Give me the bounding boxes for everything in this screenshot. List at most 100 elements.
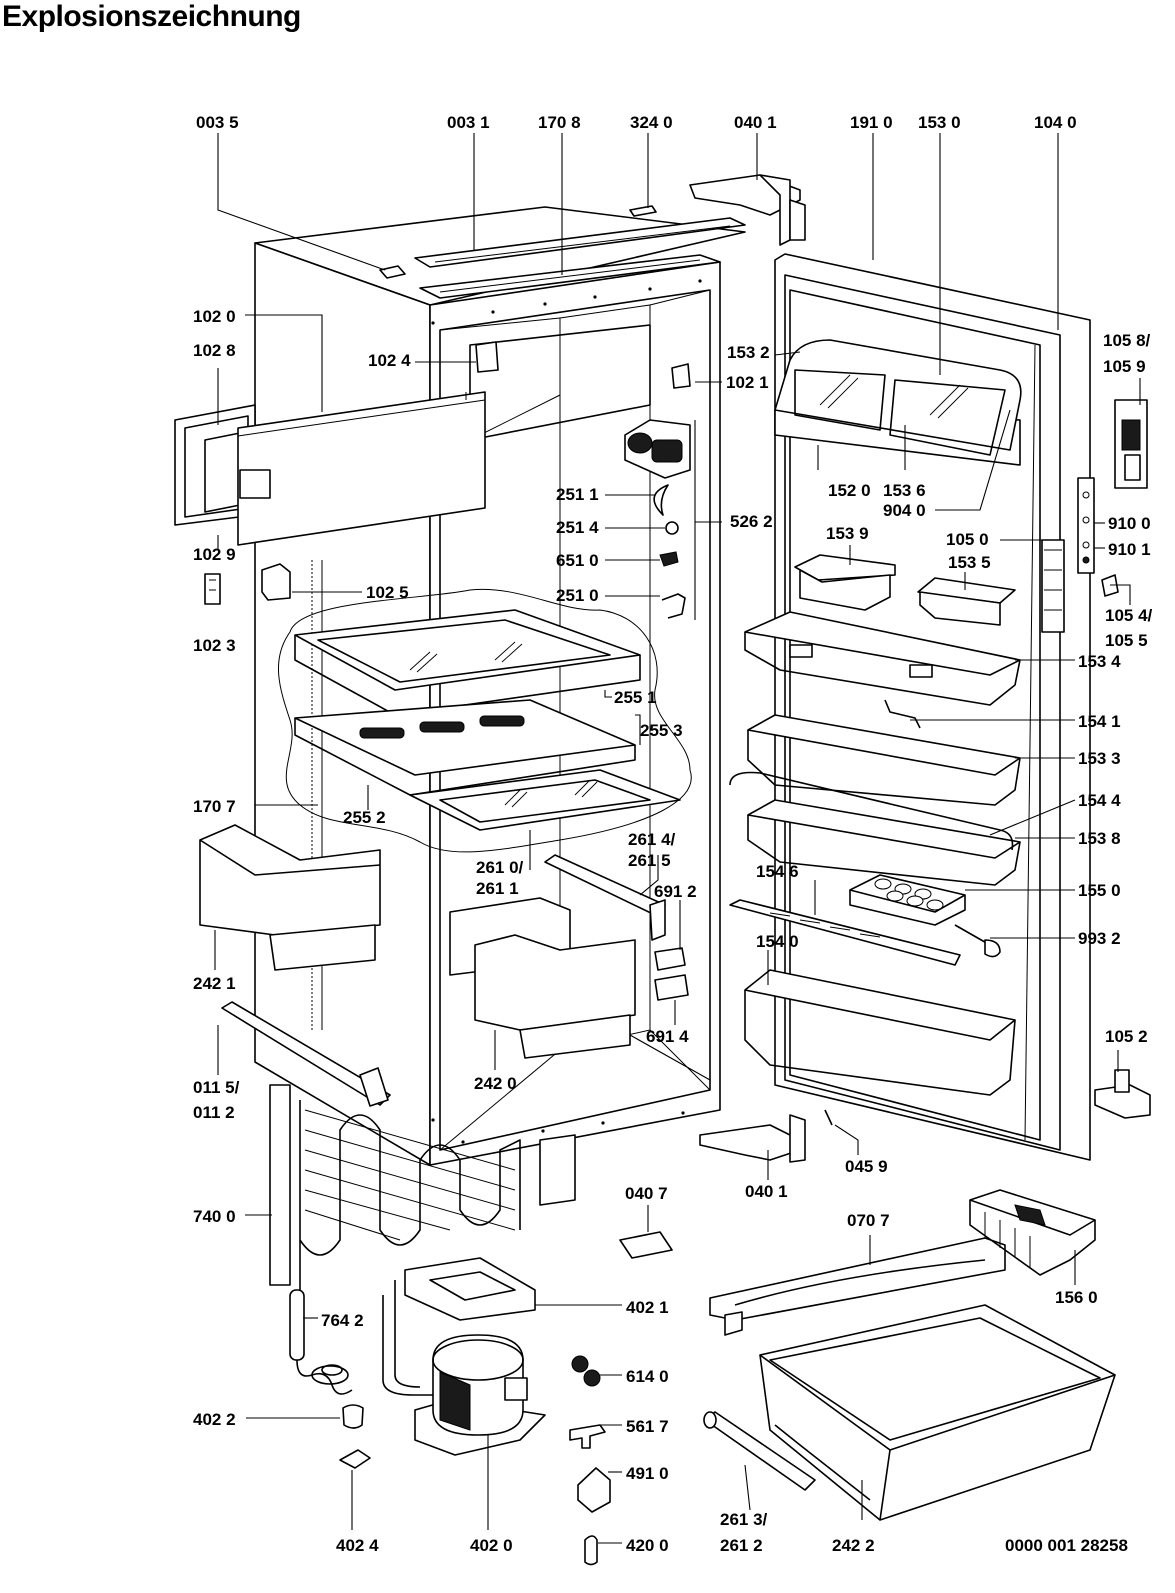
knob-2511	[653, 484, 669, 516]
label-2552: 255 2	[343, 808, 386, 827]
label-5262: 526 2	[730, 512, 773, 531]
label-1546: 154 6	[756, 862, 799, 881]
rail-2614-end	[649, 899, 666, 941]
label-4021: 402 1	[626, 1298, 669, 1317]
label-2510: 251 0	[556, 586, 599, 605]
label-9040: 904 0	[883, 501, 926, 520]
glass-shelf-2610	[409, 769, 681, 831]
document-number: 0000 001 28258	[1005, 1536, 1128, 1555]
rail-2613	[703, 1411, 816, 1491]
label-1550: 155 0	[1078, 881, 1121, 900]
label-1052: 105 2	[1105, 1027, 1148, 1046]
latch-1024	[475, 341, 499, 373]
part-6914	[654, 974, 689, 1001]
part-6912	[654, 947, 686, 971]
label-2514: 251 4	[556, 518, 599, 537]
label-1050: 105 0	[946, 530, 989, 549]
clip-3240	[629, 205, 657, 217]
label-7642: 764 2	[321, 1311, 364, 1330]
label-1530: 153 0	[918, 113, 961, 132]
drawer-2422	[759, 1304, 1116, 1521]
part-5617	[569, 1424, 606, 1449]
catch-1025	[261, 563, 291, 601]
label-1708: 170 8	[538, 113, 581, 132]
label-1023: 102 3	[193, 636, 236, 655]
door-shelf-1540	[744, 969, 1016, 1096]
label-1059: 105 9	[1103, 357, 1146, 376]
label-1533: 153 3	[1078, 749, 1121, 768]
bottle-rack-1546	[729, 899, 961, 966]
label-1540: 154 0	[756, 932, 799, 951]
label-3240: 324 0	[630, 113, 673, 132]
label-2511: 251 1	[556, 485, 599, 504]
compressor-bracket-4021	[382, 1257, 536, 1396]
part-4024	[339, 1449, 371, 1469]
page-title: Explosionszeichnung	[2, 0, 301, 33]
part-6140	[571, 1355, 601, 1387]
label-4910: 491 0	[626, 1464, 669, 1483]
label-1040: 104 0	[1034, 113, 1077, 132]
label-2553: 255 3	[640, 721, 683, 740]
part-labels: 003 5 003 1 170 8 324 0 040 1 191 0 153 …	[193, 113, 1153, 1555]
label-0112: 011 2	[193, 1103, 235, 1122]
part-0407	[619, 1231, 673, 1259]
part-4022	[342, 1404, 364, 1429]
label-2610a: 261 0/	[476, 858, 524, 877]
label-0035: 003 5	[196, 113, 239, 132]
screw-6510	[659, 551, 679, 567]
label-1024: 102 4	[368, 351, 411, 370]
label-1541: 154 1	[1078, 712, 1121, 731]
label-6914: 691 4	[646, 1027, 689, 1046]
tray-1535	[917, 577, 1016, 626]
label-1054a: 105 4/	[1105, 606, 1153, 625]
freezer-door	[174, 391, 486, 546]
label-1539: 153 9	[826, 524, 869, 543]
dryer-7642	[289, 1240, 353, 1395]
drawer-2420	[449, 897, 636, 1059]
lamp-2514	[665, 521, 679, 535]
label-0115a: 011 5/	[193, 1078, 240, 1097]
label-9100: 910 0	[1108, 514, 1151, 533]
hinge-top	[689, 174, 806, 246]
label-6912: 691 2	[654, 882, 697, 901]
egg-tray-1550	[849, 874, 966, 926]
label-1707: 170 7	[193, 797, 236, 816]
part-9100	[1077, 477, 1095, 574]
label-6510: 651 0	[556, 551, 599, 570]
door-shelf-1538	[729, 771, 1021, 886]
compressor-4020	[414, 1334, 546, 1456]
hinge-bottom	[699, 1114, 806, 1163]
label-1058a: 105 8/	[1103, 331, 1151, 350]
part-1052	[1094, 1069, 1151, 1119]
condenser-7400	[269, 1084, 576, 1286]
drawer-2421	[199, 824, 381, 971]
clip-2510	[661, 593, 686, 619]
part-4910	[577, 1467, 611, 1513]
label-4022: 402 2	[193, 1410, 236, 1429]
glass-shelf-2553	[294, 699, 636, 796]
label-2612: 261 2	[720, 1536, 763, 1555]
label-1055: 105 5	[1105, 631, 1148, 650]
label-0459: 045 9	[845, 1157, 888, 1176]
label-1029: 102 9	[193, 545, 236, 564]
label-1028: 102 8	[193, 341, 236, 360]
label-1021: 102 1	[726, 373, 769, 392]
part-9932	[954, 924, 1001, 958]
hinge-1023	[204, 573, 221, 605]
thermostat-housing	[624, 419, 691, 479]
label-1025: 102 5	[366, 583, 409, 602]
label-1535: 153 5	[948, 553, 991, 572]
label-9101: 910 1	[1108, 540, 1151, 559]
label-1536: 153 6	[883, 481, 926, 500]
part-4200	[584, 1535, 598, 1566]
door-rack-1532	[774, 339, 1022, 466]
label-2613a: 261 3/	[720, 1510, 768, 1529]
label-1544: 154 4	[1078, 791, 1121, 810]
leader-lines	[214, 133, 1141, 1544]
label-5617: 561 7	[626, 1417, 669, 1436]
clip-1541	[884, 699, 921, 729]
label-1534: 153 4	[1078, 652, 1121, 671]
label-4020: 402 0	[470, 1536, 513, 1555]
label-1560: 156 0	[1055, 1288, 1098, 1307]
